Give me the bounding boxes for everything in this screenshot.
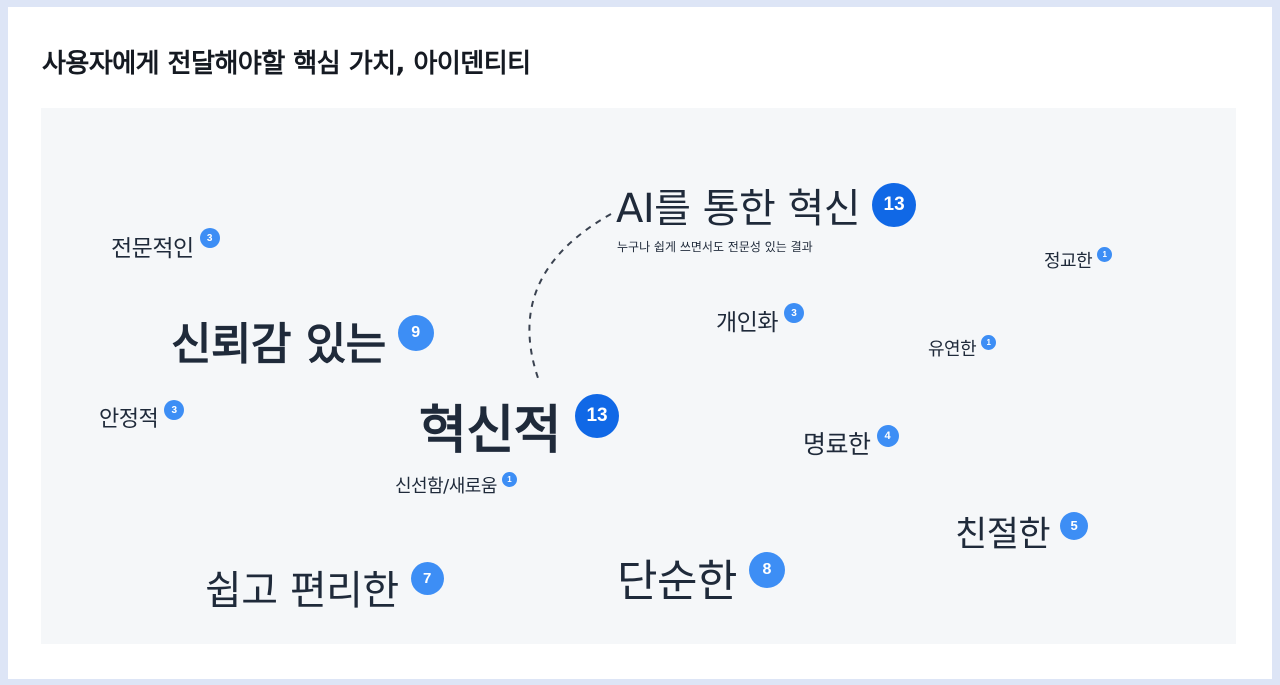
count-badge: 1 xyxy=(1097,246,1113,262)
keyword-sophisticated: 정교한 1 xyxy=(1044,246,1113,273)
keyword-fresh: 신선함/새로움 1 xyxy=(395,471,517,498)
count-badge: 5 xyxy=(1060,511,1089,540)
keyword-flexible: 유연한 1 xyxy=(928,334,997,361)
keyword-simple: 단순한 8 xyxy=(617,545,785,609)
count-badge: 3 xyxy=(199,228,220,248)
count-badge: 7 xyxy=(410,561,444,595)
keyword-label: 혁신적 xyxy=(419,401,562,461)
keyword-label: 개인화 xyxy=(716,310,778,336)
keyword-innovative: 혁신적 13 xyxy=(419,388,620,463)
keyword-label: 신뢰감 있는 xyxy=(171,319,386,370)
keyword-stable: 안정적 3 xyxy=(99,400,185,433)
keyword-label: 전문적인 xyxy=(111,236,194,262)
count-badge: 13 xyxy=(872,183,917,227)
keyword-clear: 명료한 4 xyxy=(803,425,899,461)
count-badge: 1 xyxy=(501,471,517,487)
keyword-label: 친절한 xyxy=(955,515,1051,555)
card: 사용자에게 전달해야할 핵심 가치, 아이덴티티 AI를 통한 혁신 13 누구… xyxy=(8,7,1272,679)
keyword-kind: 친절한 5 xyxy=(955,506,1089,557)
keyword-annotation: 누구나 쉽게 쓰면서도 전문성 있는 결과 xyxy=(617,240,813,254)
count-badge: 9 xyxy=(397,315,434,351)
keyword-trustworthy: 신뢰감 있는 9 xyxy=(171,308,434,372)
keyword-easy-convenient: 쉽고 편리한 7 xyxy=(205,558,444,616)
keyword-label: 안정적 xyxy=(99,407,159,432)
count-badge: 3 xyxy=(164,400,185,420)
count-badge: 3 xyxy=(783,303,804,323)
keyword-professional: 전문적인 3 xyxy=(111,228,220,263)
keyword-label: 유연한 xyxy=(928,339,977,360)
count-badge: 13 xyxy=(575,393,620,438)
keyword-label: AI를 통한 혁신 xyxy=(616,186,861,232)
count-badge: 8 xyxy=(748,552,785,588)
keyword-label: 명료한 xyxy=(803,430,871,459)
keyword-ai-innovation: AI를 통한 혁신 13 xyxy=(616,176,917,234)
dashed-connector xyxy=(528,213,612,379)
keyword-label: 정교한 xyxy=(1044,251,1093,272)
keyword-label: 신선함/새로움 xyxy=(395,476,497,497)
keyword-label: 단순한 xyxy=(617,556,737,607)
keyword-label: 쉽고 편리한 xyxy=(205,568,399,614)
count-badge: 4 xyxy=(876,425,899,447)
keyword-cloud-panel: AI를 통한 혁신 13 누구나 쉽게 쓰면서도 전문성 있는 결과 전문적인 … xyxy=(41,108,1236,644)
count-badge: 1 xyxy=(981,334,997,350)
page-title: 사용자에게 전달해야할 핵심 가치, 아이덴티티 xyxy=(42,49,531,79)
keyword-personalization: 개인화 3 xyxy=(716,303,804,337)
